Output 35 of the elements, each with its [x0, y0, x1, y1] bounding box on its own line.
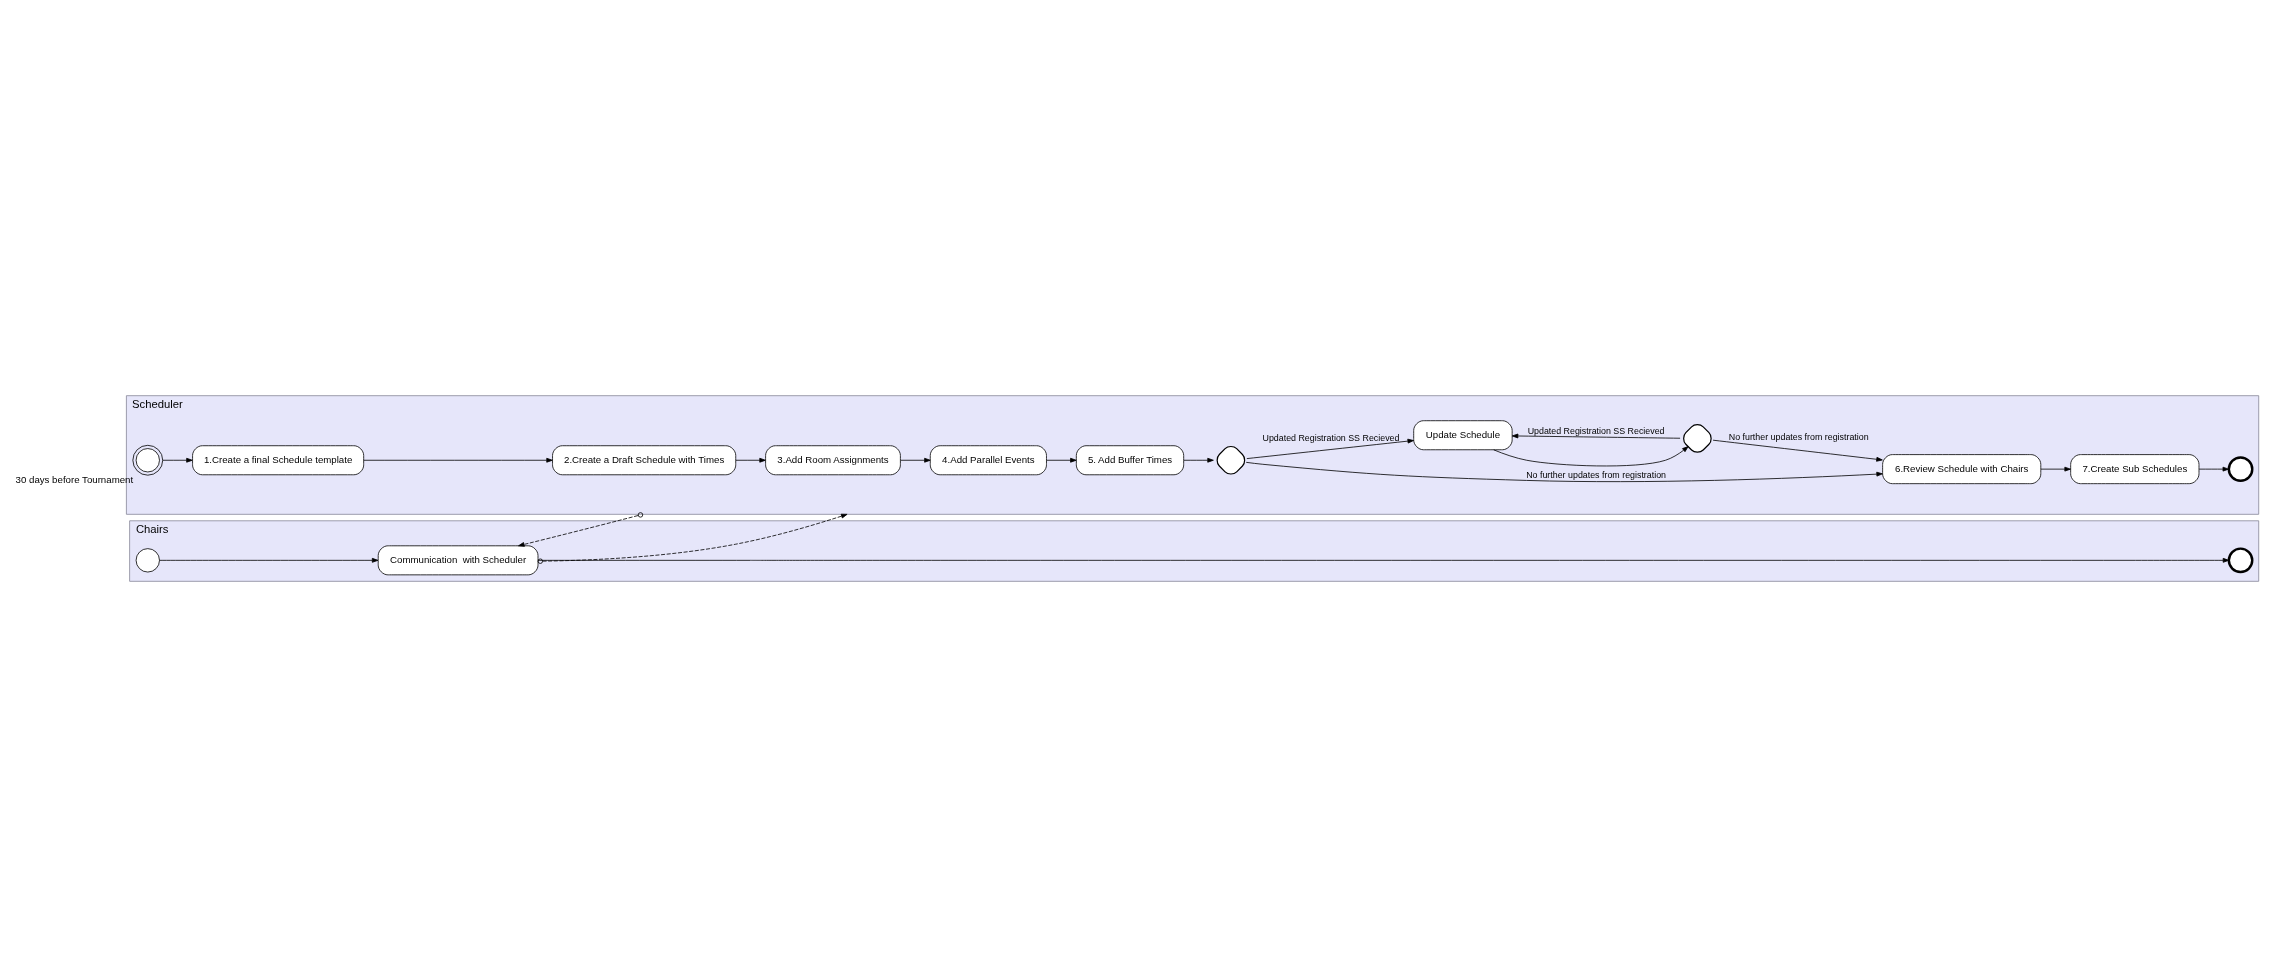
arrow — [1183, 457, 1214, 463]
node-box: 2.Create a Draft Schedule with Times — [552, 445, 737, 476]
edge-label: No further updates from registration — [1728, 431, 1869, 442]
arrow — [1493, 446, 1689, 467]
node-label: 30 days before Tournament — [15, 473, 134, 485]
arrow — [1246, 438, 1414, 459]
arrow — [162, 457, 193, 463]
arrow — [1245, 461, 1883, 483]
arrow — [900, 457, 931, 463]
arrow — [1511, 433, 1681, 439]
node-circle — [2227, 456, 2254, 483]
arrow — [2198, 466, 2230, 472]
node-box: Update Schedule — [1413, 420, 1513, 451]
node-box: Communication with Scheduler — [377, 545, 539, 576]
edge-label: Updated Registration SS Recieved — [1262, 432, 1400, 443]
node-box: 3.Add Room Assignments — [765, 445, 901, 476]
node-diamond — [1216, 445, 1246, 475]
node-box: 1.Create a final Schedule template — [192, 445, 365, 476]
node-circle — [2227, 547, 2254, 574]
arrow — [363, 457, 553, 463]
arrow — [1712, 439, 1883, 462]
node-circle — [135, 548, 160, 573]
arrow — [2040, 466, 2071, 472]
node-box: 5. Add Buffer Times — [1075, 445, 1185, 476]
edge-label: Updated Registration SS Recieved — [1527, 426, 1665, 437]
arrow — [159, 557, 379, 563]
arrow — [518, 512, 644, 547]
node-box: 6.Review Schedule with Chairs — [1882, 454, 2042, 485]
edge-label: No further updates from registration — [1526, 469, 1667, 480]
arrow — [735, 457, 766, 463]
arrow — [1046, 457, 1077, 463]
node-box: 4.Add Parallel Events — [929, 445, 1047, 476]
node-box: 7.Create Sub Schedules — [2070, 454, 2200, 485]
arrow — [537, 557, 2230, 563]
arrow — [537, 513, 848, 564]
